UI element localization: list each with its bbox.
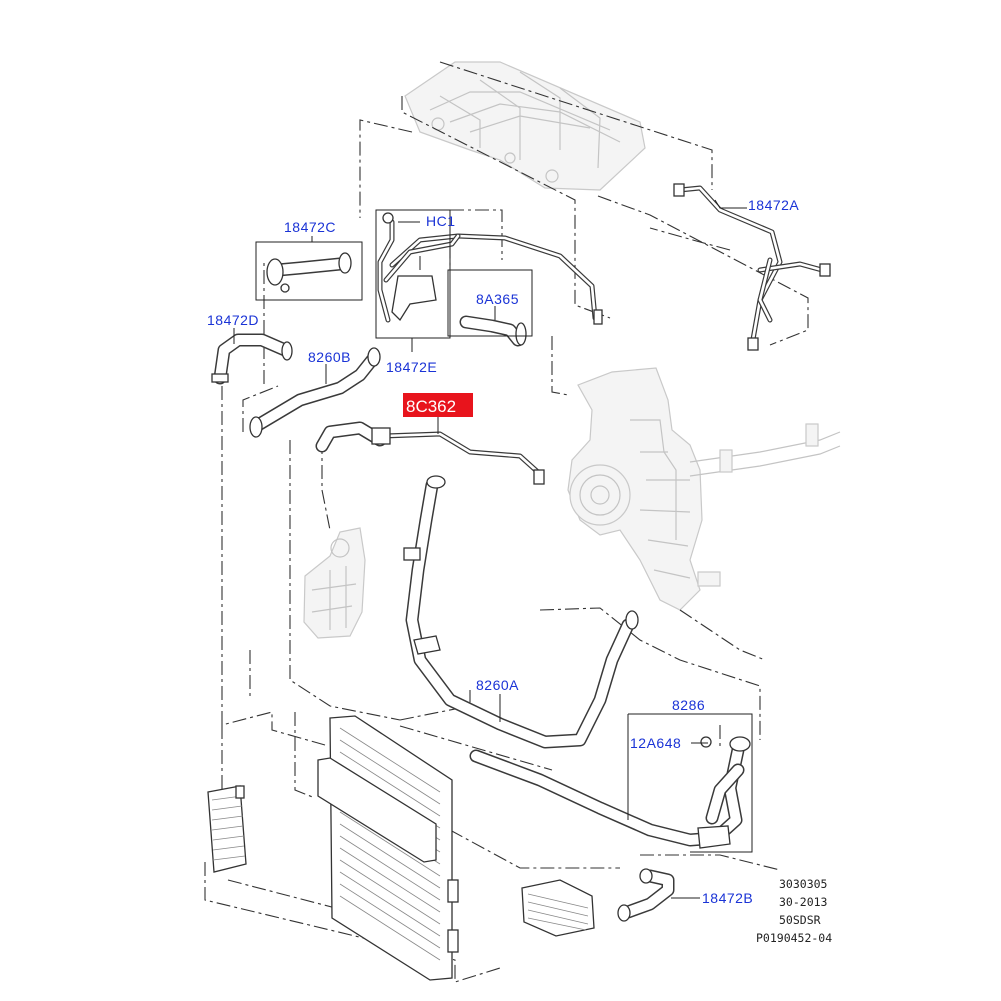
reference-line-4: P0190452-04 (756, 931, 832, 945)
reference-line-3: 50SDSR (779, 913, 821, 927)
hose-18472B (617, 868, 675, 922)
hose-18472C (266, 252, 352, 293)
hose-18472D (211, 333, 293, 385)
transmission-cooler (521, 879, 595, 937)
callout-8260B: 8260B (308, 349, 351, 365)
engine-intake-manifold (404, 61, 646, 191)
hose-8260B (249, 347, 381, 438)
callout-18472D: 18472D (207, 312, 259, 328)
callout-18472A: 18472A (748, 197, 799, 213)
hose-8286 (469, 736, 751, 849)
auxiliary-cooler-left (207, 785, 247, 873)
callout-18472E: 18472E (386, 359, 437, 375)
callout-HC1: HC1 (426, 213, 456, 229)
callout-8C362: 8C362 (406, 397, 456, 416)
construction-lines (204, 61, 809, 983)
callout-18472C: 18472C (284, 219, 336, 235)
callout-18472B: 18472B (702, 890, 753, 906)
hose-18472E-assembly (377, 212, 603, 325)
hose-8A365 (459, 315, 527, 347)
radiator (317, 715, 459, 981)
thermostat-housing (303, 527, 366, 639)
reference-line-1: 3030305 (779, 877, 827, 891)
hose-18472A (673, 183, 831, 351)
callout-8C362-highlight (403, 393, 473, 417)
callout-8A365: 8A365 (476, 291, 519, 307)
drawing-reference-block: 3030305 30-2013 50SDSR P0190452-04 (756, 877, 832, 945)
callout-8286: 8286 (672, 697, 705, 713)
hose-8260A (403, 475, 639, 749)
callout-12A648: 12A648 (630, 735, 681, 751)
reference-line-2: 30-2013 (779, 895, 828, 909)
callout-labels: 18472A 18472C HC1 18472D 8A365 8260B 184… (207, 197, 799, 906)
callout-leaders (233, 199, 753, 899)
hose-8C362 (315, 421, 545, 485)
callout-8260A: 8260A (476, 677, 519, 693)
water-pump-housing (567, 367, 841, 611)
